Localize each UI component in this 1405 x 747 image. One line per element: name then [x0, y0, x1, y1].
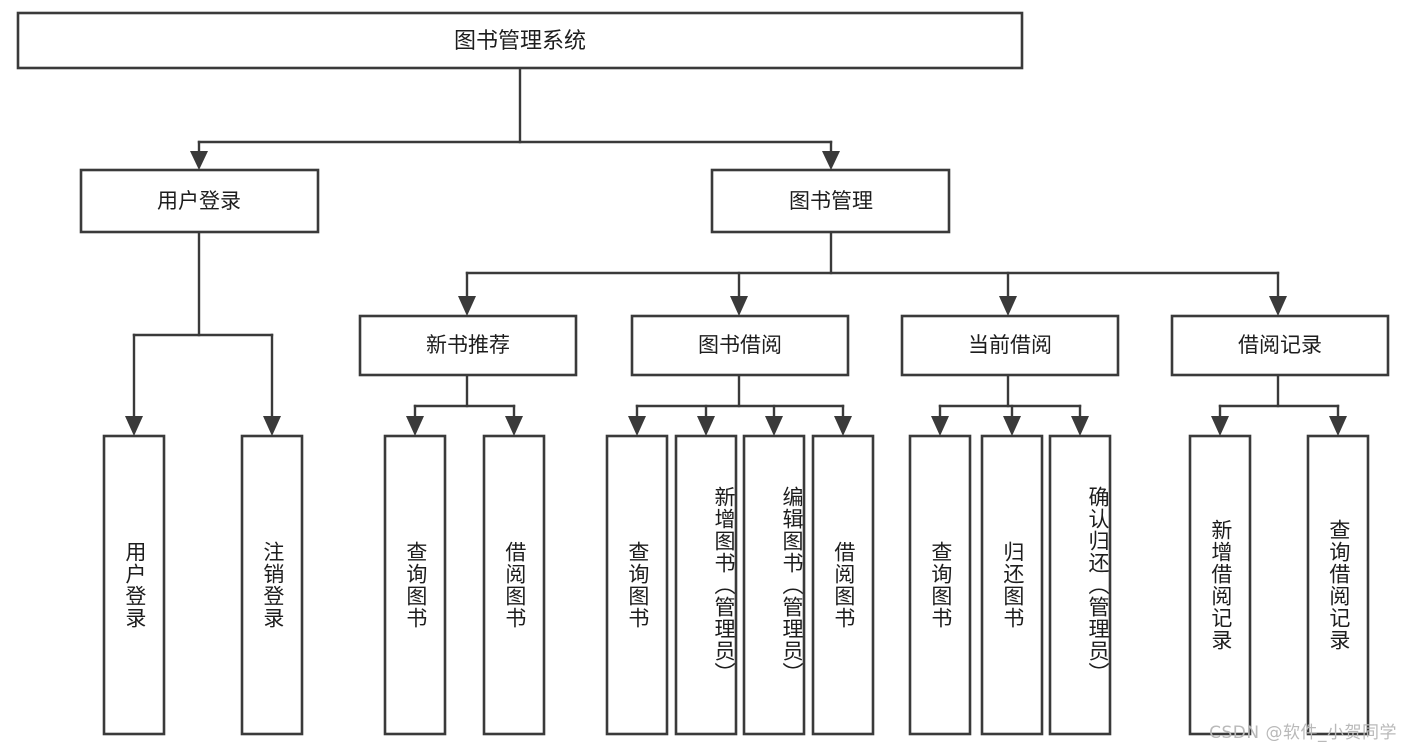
node-borrow-record-label: 借阅记录 — [1238, 333, 1322, 357]
arrowhead-book-borrow — [730, 296, 748, 316]
node-root[interactable] — [16, 11, 1024, 70]
node-leaf-query-record[interactable] — [1306, 434, 1370, 736]
arrowhead-leaf-add-book — [697, 416, 715, 436]
node-book-borrow[interactable] — [630, 314, 850, 377]
arrowhead-leaf-confirm-return — [1071, 416, 1089, 436]
node-new-book-recommend-label: 新书推荐 — [426, 333, 510, 357]
arrowhead-new-book-recommend — [458, 296, 476, 316]
node-root-label: 图书管理系统 — [454, 29, 586, 54]
arrowhead-leaf-query-book-2 — [628, 416, 646, 436]
arrowhead-leaf-borrow-book-2 — [834, 416, 852, 436]
node-current-borrow[interactable] — [900, 314, 1120, 377]
arrowhead-current-borrow — [999, 296, 1017, 316]
arrowhead-leaf-query-record — [1329, 416, 1347, 436]
arrowhead-leaf-return-book — [1003, 416, 1021, 436]
node-book-borrow-label: 图书借阅 — [698, 333, 782, 357]
arrowhead-leaf-query-book-3 — [931, 416, 949, 436]
node-new-book-recommend[interactable] — [358, 314, 578, 377]
node-leaf-return-book[interactable] — [980, 434, 1044, 736]
node-user-login[interactable] — [79, 168, 320, 234]
node-leaf-query-book-2[interactable] — [605, 434, 669, 736]
arrowhead-borrow-record — [1269, 296, 1287, 316]
node-leaf-add-record[interactable] — [1188, 434, 1252, 736]
arrowhead-book-management — [822, 151, 840, 170]
arrowhead-user-login — [190, 151, 208, 170]
node-leaf-confirm-return[interactable] — [1048, 434, 1112, 736]
node-leaf-query-book-1[interactable] — [383, 434, 447, 736]
node-book-management-label: 图书管理 — [789, 189, 873, 213]
node-borrow-record[interactable] — [1170, 314, 1390, 377]
connector-layer — [125, 66, 1347, 436]
node-leaf-add-book[interactable] — [674, 434, 738, 736]
arrowhead-leaf-logout — [263, 416, 281, 436]
arrowhead-leaf-user-login — [125, 416, 143, 436]
node-user-login-label: 用户登录 — [157, 189, 241, 213]
node-leaf-borrow-book-1[interactable] — [482, 434, 546, 736]
arrowhead-leaf-borrow-book-1 — [505, 416, 523, 436]
arrowhead-leaf-query-book-1 — [406, 416, 424, 436]
watermark-text: CSDN @软件_小贺同学 — [1209, 723, 1397, 743]
node-leaf-logout[interactable] — [240, 434, 304, 736]
node-book-management[interactable] — [710, 168, 951, 234]
node-layer: 图书管理系统 用户登录 图书管理 新书推荐 图书借阅 当前借阅 借阅记录 — [16, 11, 1390, 736]
arrowhead-leaf-edit-book — [765, 416, 783, 436]
node-leaf-user-login[interactable] — [102, 434, 166, 736]
arrowhead-leaf-add-record — [1211, 416, 1229, 436]
node-leaf-query-book-3[interactable] — [908, 434, 972, 736]
node-current-borrow-label: 当前借阅 — [968, 333, 1052, 357]
node-leaf-borrow-book-2[interactable] — [811, 434, 875, 736]
node-leaf-edit-book[interactable] — [742, 434, 806, 736]
